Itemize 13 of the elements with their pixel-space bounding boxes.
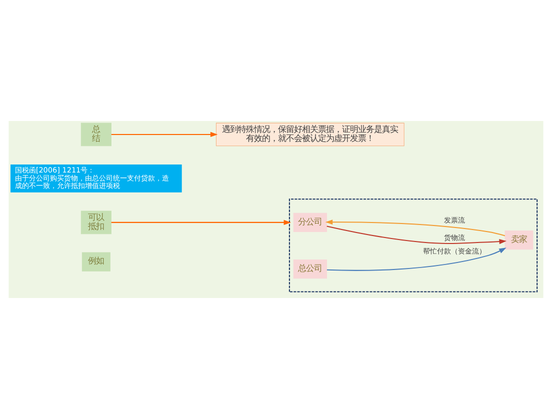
node-box: 遇到特殊情况，保留好相关票据，证明业务是真实有效的，就不会被认定为虚开发票！ bbox=[216, 122, 404, 146]
node-box: 例如 bbox=[82, 252, 110, 272]
node-box: 总公司 bbox=[293, 259, 327, 279]
arrow bbox=[326, 226, 507, 244]
arrow bbox=[111, 132, 218, 137]
arrow bbox=[325, 220, 506, 236]
node-box: 分公司 bbox=[293, 212, 327, 232]
arrow bbox=[111, 220, 292, 225]
node-box: 卖家 bbox=[504, 230, 534, 250]
node-box: 总结 bbox=[80, 122, 112, 146]
arrow bbox=[326, 248, 506, 271]
cluster bbox=[288, 198, 538, 292]
node-box: 可以抵扣 bbox=[80, 210, 112, 234]
